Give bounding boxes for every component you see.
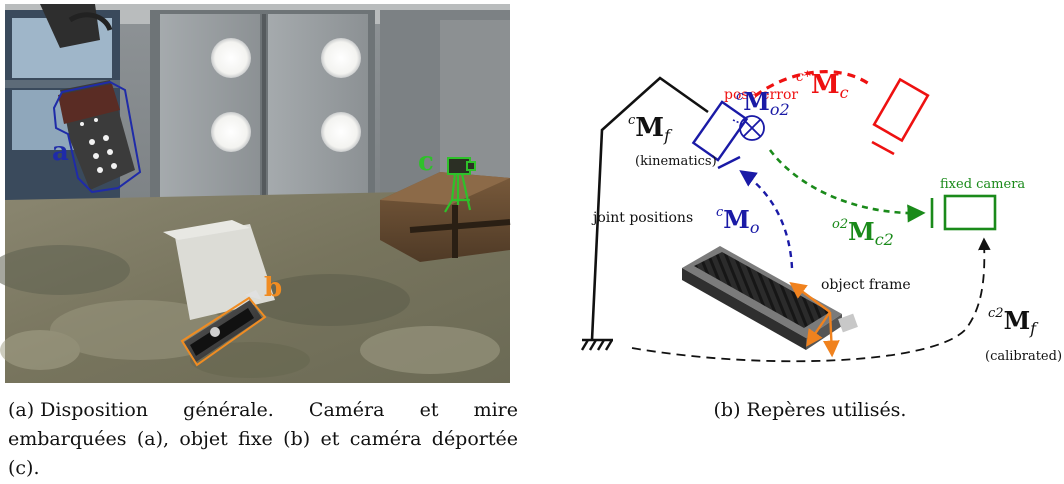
- label-c2-M-f: c2Mf: [988, 306, 1039, 338]
- c-to-object-arrow: [739, 170, 794, 269]
- calibrated-label: (calibrated): [985, 349, 1062, 364]
- label-c-M-f: cMf: [628, 113, 673, 145]
- end-effector-outline: [52, 80, 142, 194]
- kinematics-label: (kinematics): [635, 154, 717, 169]
- remote-camera-outline: [444, 173, 472, 213]
- photo-label-a: a: [52, 137, 69, 167]
- ground-hatch: [580, 338, 614, 351]
- photo-panel: a b c: [0, 4, 511, 383]
- caption-a: (a)Disposition générale. Caméra et mire …: [8, 396, 518, 483]
- label-c-M-o: cMo: [716, 205, 760, 237]
- onboard-camera: [691, 100, 749, 170]
- caption-b-text: Repères utilisés.: [746, 399, 907, 421]
- fixed-camera-label: fixed camera: [940, 177, 1025, 192]
- frames-diagram: pose error c*Mc cMf (kinematics) cMo2 jo…: [580, 69, 1062, 364]
- pose-error-label: pose error: [724, 87, 798, 103]
- joint-positions-label: joint positions: [591, 210, 693, 226]
- caption-a-label: (a): [8, 399, 35, 421]
- pose-error-arc: [754, 70, 873, 98]
- object: [682, 246, 858, 350]
- desired-camera: [871, 77, 930, 156]
- robot-arm: [590, 76, 709, 341]
- object-frame-axes: [789, 282, 840, 358]
- caption-b-label: (b): [713, 399, 741, 421]
- caption-a-text: Disposition générale. Caméra et mire emb…: [8, 399, 518, 479]
- object-outline: [180, 296, 267, 367]
- label-c-M-o2: cMo2: [736, 87, 790, 119]
- fixed-camera: [930, 194, 997, 231]
- label-o2-M-c2: o2Mc2: [832, 217, 894, 249]
- o2-to-c2-arrow: [768, 149, 926, 223]
- photo-label-b: b: [264, 273, 282, 303]
- photo-label-c: c: [418, 147, 434, 177]
- label-c-star-M-c: c*Mc: [796, 69, 849, 102]
- caption-b: (b)Repères utilisés.: [560, 396, 1060, 425]
- target-frame-icon: [739, 115, 765, 141]
- object-frame-label: object frame: [821, 277, 911, 293]
- calibration-curve: [631, 237, 991, 363]
